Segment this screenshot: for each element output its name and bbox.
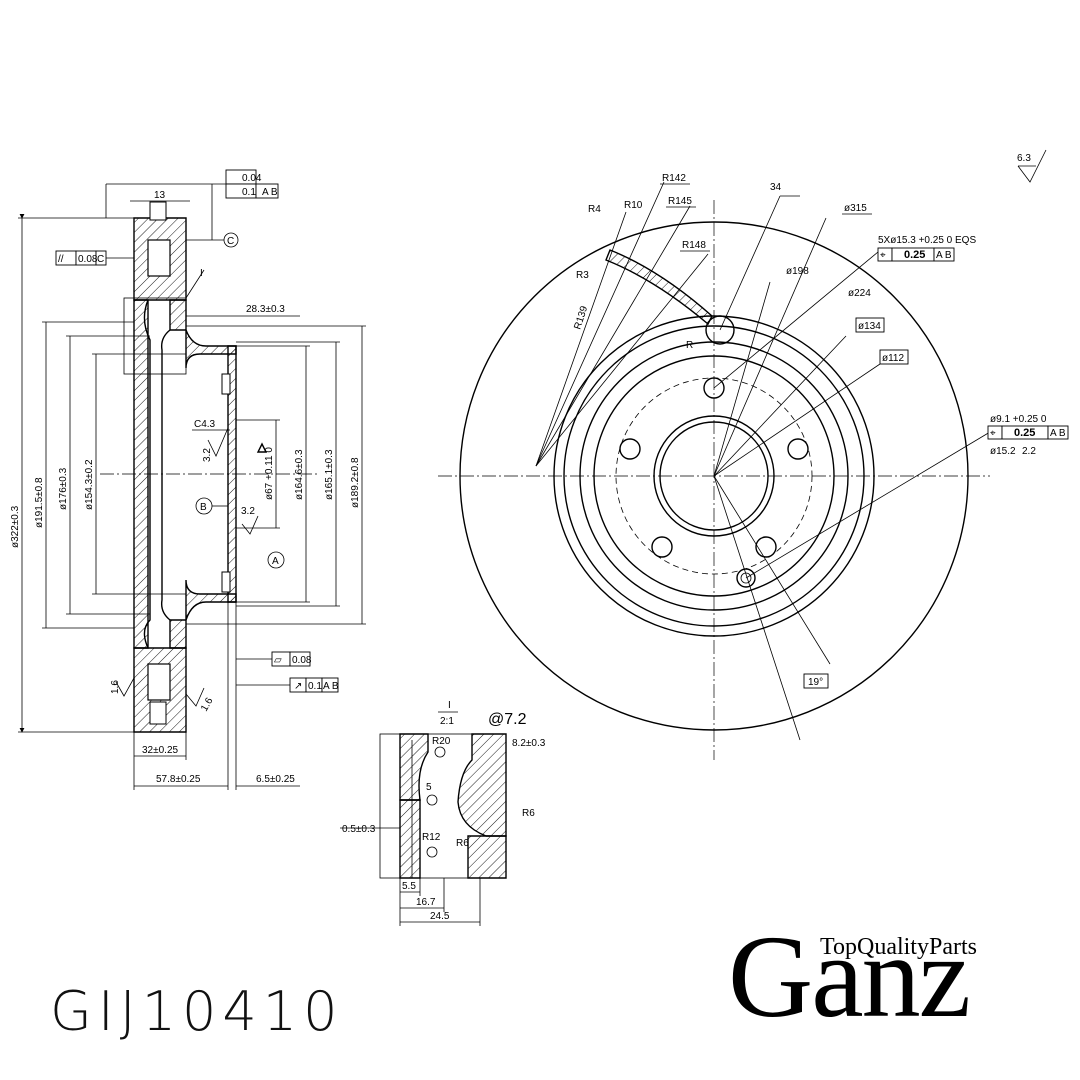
svg-text:R139: R139 [572, 304, 590, 331]
part-number: GIJ10410 [50, 980, 344, 1043]
dia-1915-label: ø191.5±0.8 [34, 477, 45, 528]
svg-text:0.08: 0.08 [78, 254, 98, 265]
svg-text:C: C [97, 254, 104, 265]
detail-ref-label: I [200, 268, 203, 279]
svg-text:0.25: 0.25 [904, 249, 925, 261]
brand-tagline: TopQualityParts [820, 934, 977, 960]
svg-text:I: I [448, 700, 451, 711]
front-labels: R142 R145 R148 R4 R10 R3 R139 R 34 ø315 … [572, 173, 1069, 689]
svg-text:24.5: 24.5 [430, 911, 450, 922]
svg-text:5Xø15.3 +0.25 0 EQS: 5Xø15.3 +0.25 0 EQS [878, 235, 976, 246]
svg-text:ø224: ø224 [848, 288, 871, 299]
svg-text:R20: R20 [432, 736, 451, 747]
width-13-label: 13 [154, 190, 166, 201]
dia-1646-label: ø164.6±0.3 [294, 449, 305, 500]
svg-text:19°: 19° [808, 677, 823, 688]
bottom-flatness-frame: ▱ 0.08 [236, 651, 312, 667]
front-view: R142 R145 R148 R4 R10 R3 R139 R 34 ø315 … [438, 173, 1069, 760]
svg-text:R: R [686, 340, 693, 351]
svg-text:ø198: ø198 [786, 266, 809, 277]
dim-578-label: 57.8±0.25 [156, 774, 201, 785]
svg-text://: // [58, 254, 64, 265]
section-view: I ø322±0.3 ø191.5±0.8 ø176±0.3 ø154.3±0.… [10, 169, 366, 790]
svg-text:0.5±0.3: 0.5±0.3 [342, 824, 376, 835]
svg-text:R12: R12 [422, 832, 441, 843]
svg-text:@7.2: @7.2 [488, 711, 527, 728]
hat-depth-label: 28.3±0.3 [246, 304, 285, 315]
svg-text:1.6: 1.6 [110, 680, 121, 694]
svg-text:0.25: 0.25 [1014, 427, 1035, 439]
dia-322-label: ø322±0.3 [10, 505, 21, 548]
surface-finish-symbol: 6.3 [1017, 149, 1047, 183]
flatness-frame: 0.04 0.1 A B C [105, 169, 279, 248]
svg-text:0.08: 0.08 [292, 655, 312, 666]
svg-text:A B: A B [936, 250, 952, 261]
svg-text:R145: R145 [668, 196, 692, 207]
svg-text:5.5: 5.5 [402, 881, 416, 892]
svg-text:A B: A B [262, 187, 278, 198]
svg-text:⌖: ⌖ [990, 428, 996, 439]
chamfer-label: C4.3 [194, 419, 216, 430]
bolt-holes [619, 377, 809, 588]
detail-view: I 2:1 @7.2 R20 8.2±0.3 5 R6 R6 R12 0.5±0… [340, 700, 546, 926]
svg-text:A B: A B [323, 681, 339, 692]
svg-text:ø112: ø112 [882, 353, 904, 364]
svg-text:ø315: ø315 [844, 203, 867, 214]
svg-text:2.2: 2.2 [1022, 446, 1036, 457]
dim-32-label: 32±0.25 [142, 745, 179, 756]
datum-c-circle: C [227, 236, 234, 247]
svg-text:3.2: 3.2 [202, 448, 213, 462]
dim-65-label: 6.5±0.25 [256, 774, 295, 785]
svg-text:R6: R6 [456, 838, 469, 849]
svg-text:8.2±0.3: 8.2±0.3 [512, 738, 546, 749]
svg-text:R148: R148 [682, 240, 706, 251]
svg-text:3.2: 3.2 [241, 506, 255, 517]
svg-text:A B: A B [1050, 428, 1066, 439]
svg-text:R10: R10 [624, 200, 643, 211]
svg-text:ø15.2: ø15.2 [990, 446, 1016, 457]
dia-67-label: ø67 +0.11 0 [264, 447, 275, 500]
svg-text:↗: ↗ [294, 681, 302, 692]
svg-text:R3: R3 [576, 270, 589, 281]
dia-1651-label: ø165.1±0.3 [324, 449, 335, 500]
bottom-runout-frame: ↗ 0.1 A B [236, 677, 339, 693]
svg-text:0.1: 0.1 [242, 187, 256, 198]
svg-text:ø134: ø134 [858, 321, 881, 332]
svg-text:1.6: 1.6 [199, 696, 216, 714]
svg-text:0.04: 0.04 [242, 173, 262, 184]
svg-text:16.7: 16.7 [416, 897, 436, 908]
svg-text:5: 5 [426, 782, 432, 793]
svg-text:ø9.1 +0.25 0: ø9.1 +0.25 0 [990, 414, 1047, 425]
datum-b-circle: B [200, 502, 207, 513]
svg-text:R142: R142 [662, 173, 686, 184]
brand-logo: Ganz [728, 911, 971, 1042]
dia-1543-label: ø154.3±0.2 [84, 459, 95, 510]
parallelism-frame: // 0.08 C [55, 250, 134, 266]
svg-text:▱: ▱ [274, 655, 282, 666]
svg-text:34: 34 [770, 182, 782, 193]
svg-text:R6: R6 [522, 808, 535, 819]
svg-text:0.1: 0.1 [308, 681, 322, 692]
surface-finish-value: 6.3 [1017, 153, 1031, 164]
dia-176-label: ø176±0.3 [58, 467, 69, 510]
datum-a-circle: A [272, 556, 279, 567]
svg-text:⌖: ⌖ [880, 250, 886, 261]
svg-text:R4: R4 [588, 204, 601, 215]
svg-text:2:1: 2:1 [440, 716, 454, 727]
dia-1892-label: ø189.2±0.8 [350, 457, 361, 508]
diameter-dimensions: ø322±0.3 ø191.5±0.8 ø176±0.3 ø154.3±0.2 … [10, 214, 366, 733]
